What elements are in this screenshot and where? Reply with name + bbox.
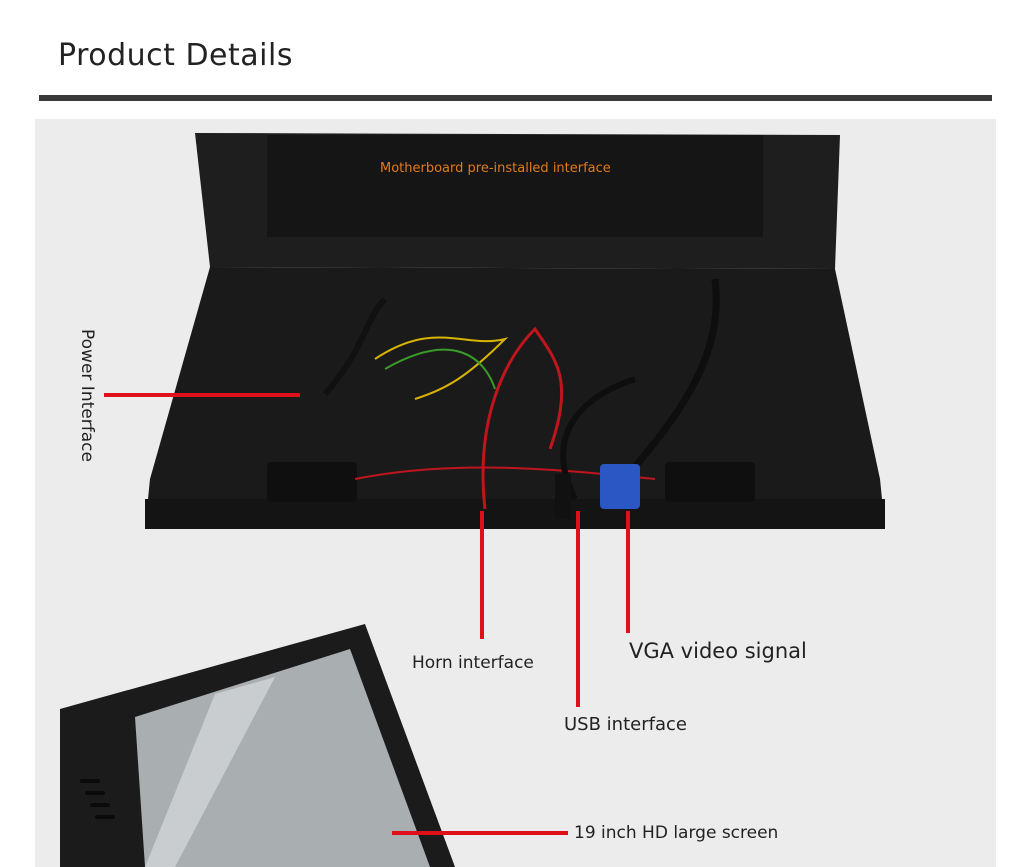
usb-callout-line <box>576 511 580 707</box>
speaker-right <box>665 462 755 502</box>
product-photo: Motherboard pre-installed interface Powe… <box>35 119 996 867</box>
chassis-tray <box>145 267 885 529</box>
chassis-front-lip <box>145 499 885 529</box>
motherboard-caption: Motherboard pre-installed interface <box>380 161 611 176</box>
screen-glare <box>145 677 275 867</box>
monitor-vent <box>80 779 115 819</box>
page-title: Product Details <box>58 38 293 73</box>
monitor-screen <box>135 649 430 867</box>
horn-callout-line <box>480 511 484 639</box>
screen-label: 19 inch HD large screen <box>574 823 779 843</box>
chassis-illustration <box>60 133 885 867</box>
title-divider <box>39 95 992 101</box>
power-callout-line <box>104 393 300 397</box>
horn-interface-label: Horn interface <box>412 653 534 673</box>
vga-callout-line <box>626 511 630 633</box>
motherboard-panel <box>267 135 763 237</box>
vga-signal-label: VGA video signal <box>629 639 807 663</box>
power-cable <box>322 296 388 396</box>
green-wire <box>384 348 496 390</box>
usb-interface-label: USB interface <box>564 714 687 735</box>
vga-cable <box>622 278 720 482</box>
screen-callout-line <box>392 831 568 835</box>
yellow-wire <box>374 336 509 400</box>
usb-connector <box>555 474 571 519</box>
power-interface-label: Power Interface <box>77 329 97 462</box>
vga-connector <box>600 464 640 509</box>
speaker-left <box>267 462 357 502</box>
red-wire <box>481 326 564 510</box>
